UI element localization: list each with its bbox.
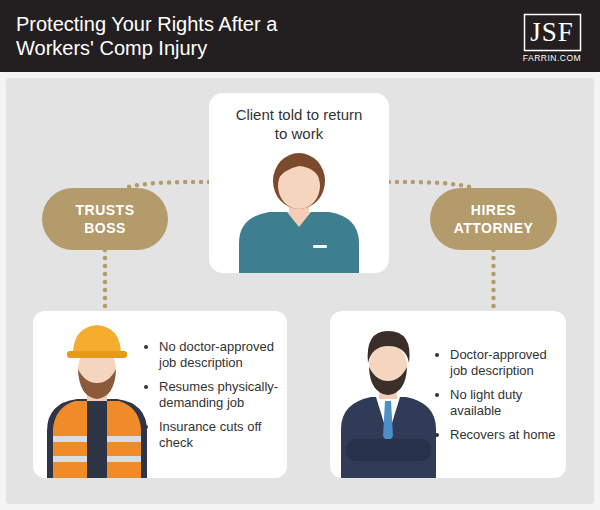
client-box: Client told to return to work [209,93,389,273]
choice-pill: TRUSTS BOSS [42,188,168,250]
bullet-list: Doctor-approved job description No light … [436,347,558,443]
client-figure [239,153,359,273]
content-panel [6,78,594,504]
logo-mark: JSF [524,14,580,50]
worker-illustration [39,311,149,478]
outcome-box: No doctor-approved job descriptionResume… [33,311,287,478]
attorney-illustration [336,311,441,478]
bullet-text: Recovers at home [450,427,558,443]
bullet-list: No doctor-approved job descriptionResume… [145,339,279,451]
box-label: Client told to return to work [229,105,369,143]
attorney-figure [341,331,436,478]
bullet-text: No light duty available [450,387,558,419]
header-bar [0,0,600,72]
bullet-text: Resumes physically-demanding job [159,379,279,411]
dotted-connector [491,250,496,311]
logo-url: FARRIN.COM [514,53,590,63]
dotted-connector [103,250,108,311]
choice-pill: HIRES ATTORNEY [430,188,557,250]
worker-figure [47,325,147,478]
bullet-text: Doctor-approved job description [450,347,558,379]
bullet-text: Insurance cuts off check [159,419,279,451]
logo-frame [525,15,581,51]
bullet-text: No doctor-approved job description [159,339,279,371]
choice-label: TRUSTS BOSS [55,201,155,237]
choice-label: HIRES ATTORNEY [444,201,544,237]
outcome-box: Doctor-approved job description No light … [330,311,566,478]
diagram-title: Protecting Your Rights After a Workers' … [16,12,326,60]
